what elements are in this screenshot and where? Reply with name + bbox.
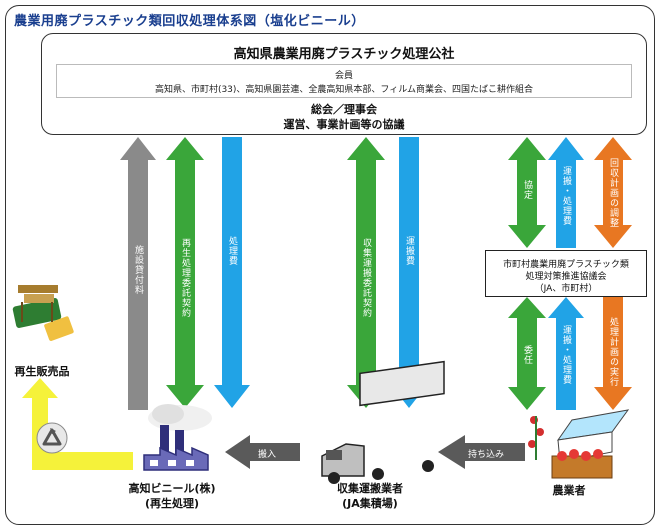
operations-label: 運営、事業計画等の協議 [283,118,405,131]
recycle-symbol-icon [36,422,68,454]
agreement-arrow [508,137,546,248]
members-list: 高知県、市町村(33)、高知県園芸連、全農高知県本部、フィルム商業会、四国たばこ… [154,85,534,95]
plan-execution-label: 処理計画の実行 [608,317,618,387]
kochi-vinyl-role: (再生処理) [144,497,200,510]
recycling-contract-arrow [166,137,204,408]
recycled-products-label: 再生販売品 [14,365,70,378]
facility-rent-arrow [120,137,156,410]
collection-contract-arrow [347,137,385,408]
diagram-title: 農業用廃プラスチック類回収処理体系図（塩化ビニール） [14,14,365,29]
corporation-name: 高知県農業用廃プラスチック処理公社 [233,47,455,62]
greenhouse-farm-icon [528,409,630,479]
bring-in-arrow [438,435,525,469]
agreement-label: 協定 [522,180,532,200]
recycled-goods-icon [12,285,74,341]
facility-rent-label: 施設貸付料 [133,245,143,295]
transporter-role: (JA集積場) [342,497,398,510]
collection-plan-label: 回収計画の調整 [608,158,618,228]
factory-icon [143,404,212,471]
council-line-1: 市町村農業用廃プラスチック類 [503,260,629,270]
commission-label: 委任 [522,345,532,365]
corporation-box: 高知県農業用廃プラスチック処理公社 会員 高知県、市町村(33)、高知県園芸連、… [41,33,647,135]
transport-processing-fee-bottom-label: 運搬・処理費 [561,325,571,385]
transport-fee-arrow [391,137,427,408]
collection-plan-arrow [594,137,632,248]
transport-processing-fee-bottom-arrow [548,297,584,410]
recycling-contract-label: 再生処理委託契約 [180,238,190,318]
truck-icon [321,360,445,484]
farmer-label: 農業者 [552,484,586,497]
delivery-arrow [225,435,300,469]
transporter-name: 収集運搬業者 [337,482,403,495]
general-meeting-label: 総会／理事会 [311,103,377,116]
transport-fee-label: 運搬費 [404,236,414,266]
transport-processing-fee-top-label: 運搬・処理費 [561,166,571,226]
collection-contract-label: 収集運搬委託契約 [361,238,371,318]
plan-execution-arrow [594,297,632,410]
members-box: 会員 高知県、市町村(33)、高知県園芸連、全農高知県本部、フィルム商業会、四国… [56,64,632,98]
members-label: 会員 [334,71,353,81]
kochi-vinyl-name: 高知ビニール(株) [128,482,216,495]
council-line-2: 処理対策推進協議会 [525,272,607,282]
commission-arrow [508,297,546,410]
bring-in-label: 持ち込み [468,450,505,460]
processing-fee-label: 処理費 [227,236,237,266]
council-line-3: （JA、市町村） [534,284,598,294]
council-box: 市町村農業用廃プラスチック類 処理対策推進協議会 （JA、市町村） [485,250,647,297]
processing-fee-arrow [214,137,250,408]
transport-processing-fee-top-arrow [548,137,584,248]
delivery-label: 搬入 [258,450,277,460]
recycled-output-arrow [22,378,133,470]
